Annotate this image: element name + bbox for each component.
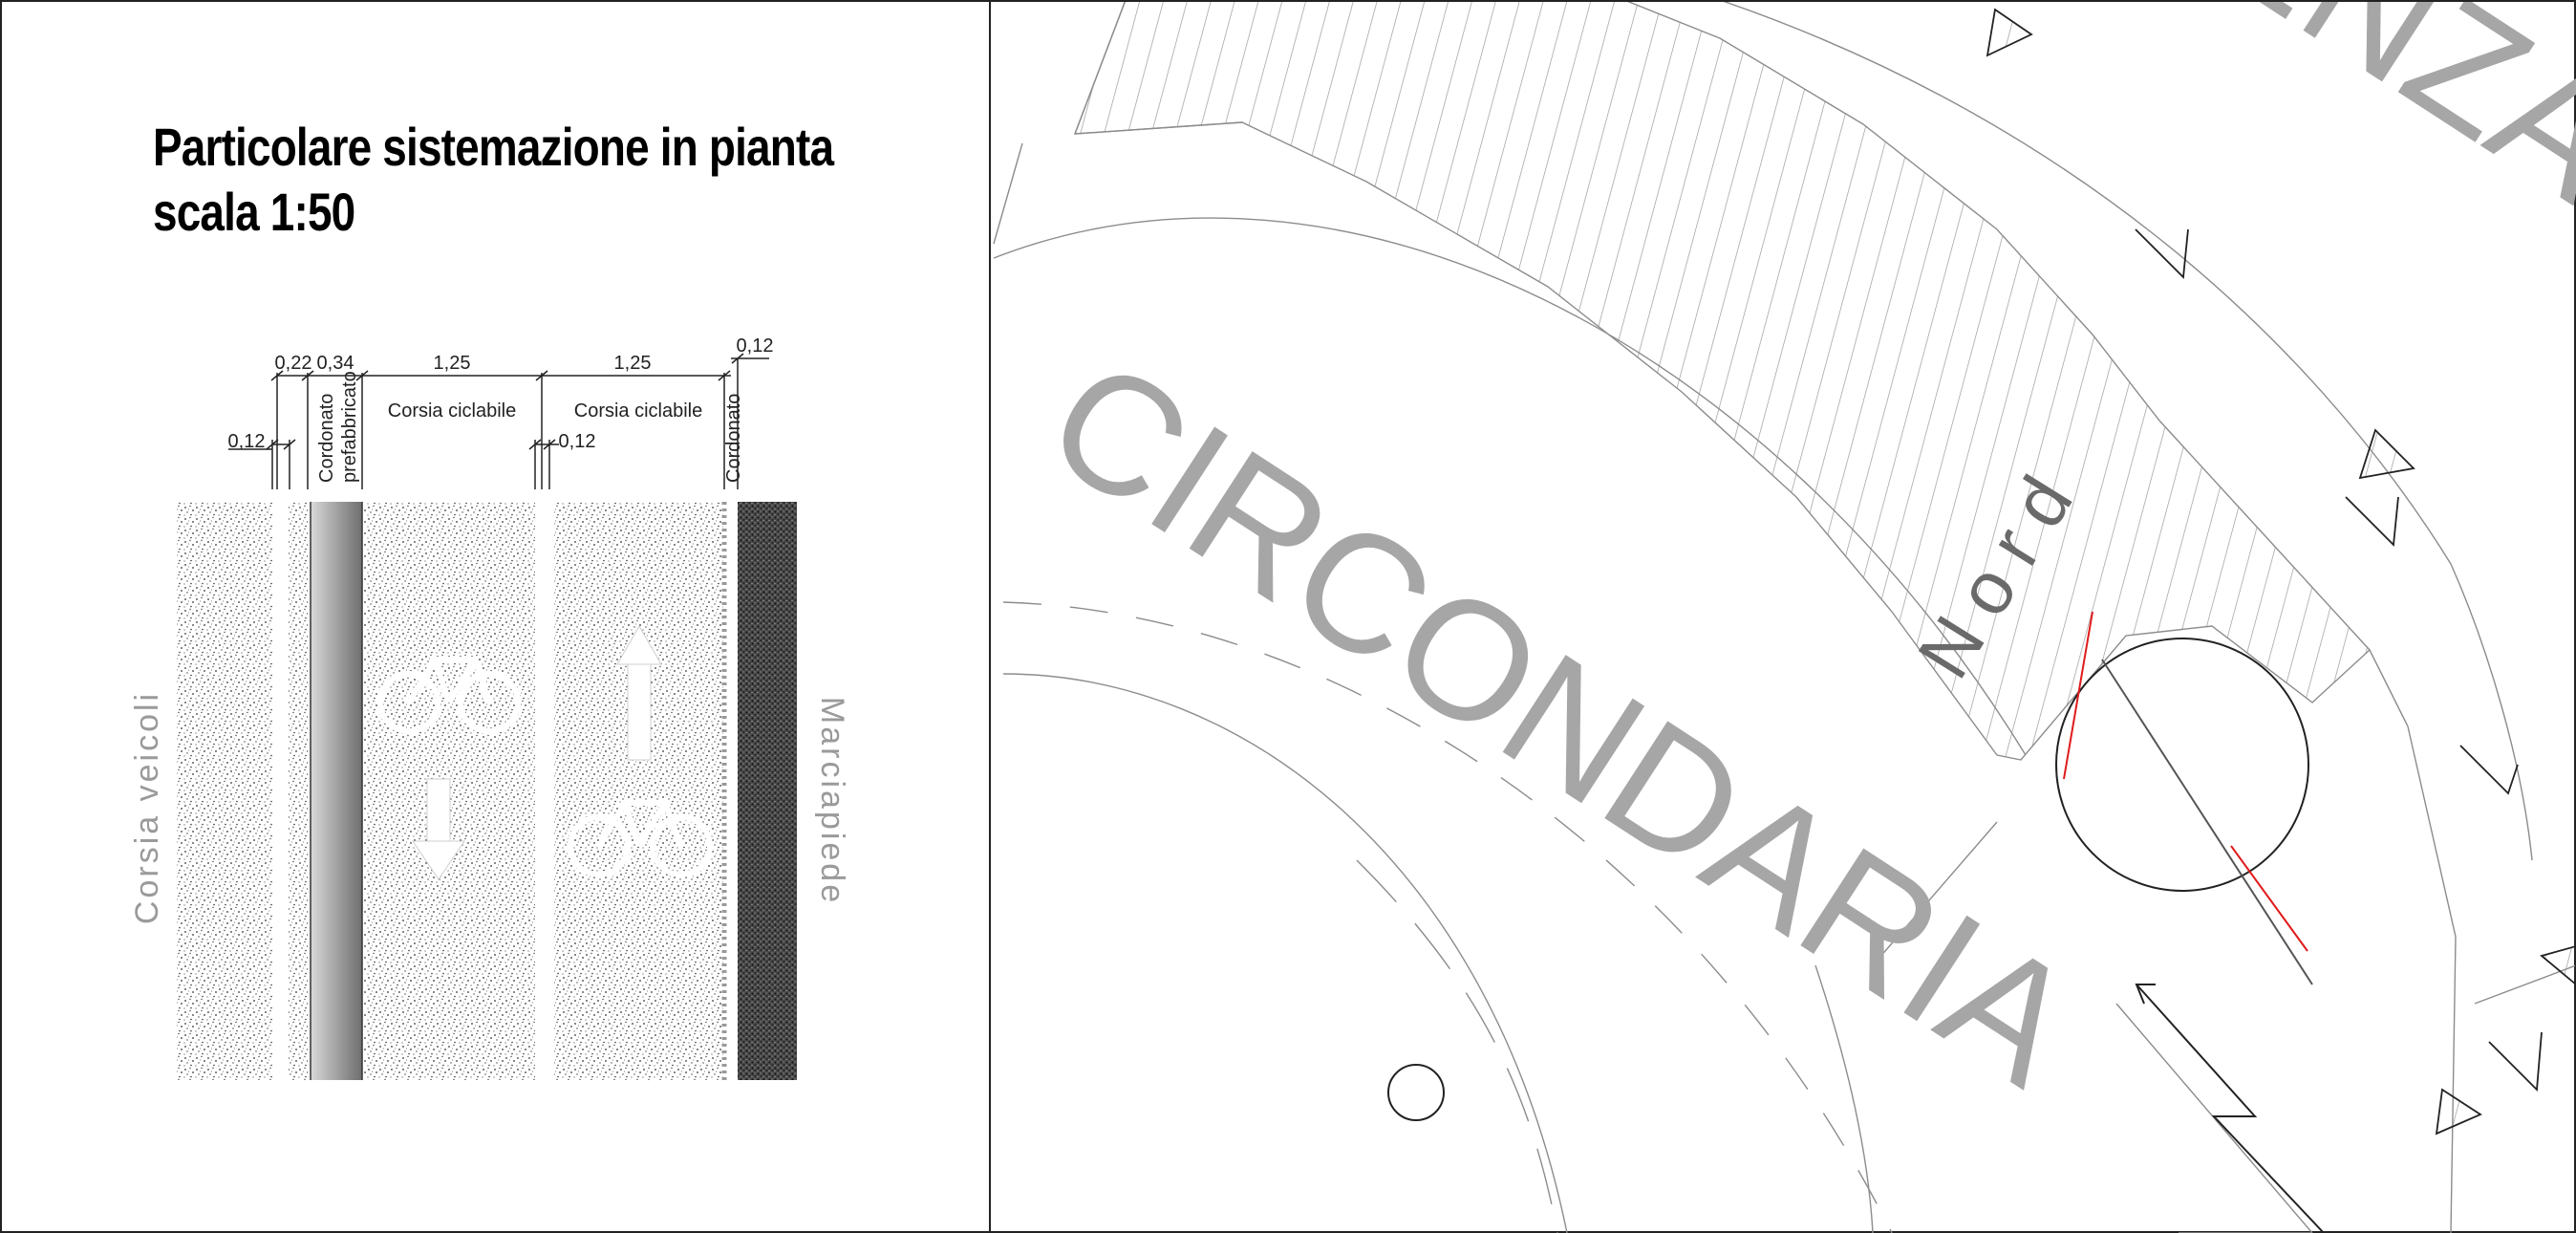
- dim-0-12-left: 0,12: [228, 431, 266, 452]
- dimension-lines: [228, 353, 769, 489]
- detail-title: Particolare sistemazione in pianta: [153, 117, 834, 177]
- road-label-enza: ENZA: [2178, 0, 2576, 237]
- dim-1-25-right: 1,25: [614, 353, 652, 374]
- bicycle-symbol-left: [377, 657, 521, 734]
- bike-lane-left-label: Corsia ciclabile: [388, 400, 517, 422]
- dim-0-22: 0,22: [275, 353, 312, 374]
- small-circle: [1387, 1064, 1445, 1121]
- dim-0-12-middle: 0,12: [559, 431, 596, 452]
- gap-strip: [289, 502, 308, 1080]
- dim-0-34: 0,34: [317, 353, 354, 374]
- triangle-markers: [1986, 8, 2576, 1136]
- detail-title-block: Particolare sistemazione in pianta scala…: [153, 115, 983, 245]
- arrow-up-marking: [616, 624, 662, 761]
- curb-right-label: Cordonato: [723, 394, 744, 483]
- curb-prefab-label-1: Cordonato: [316, 394, 337, 483]
- zigzag-arrow: [2136, 984, 2325, 1233]
- arrow-down-marking: [412, 778, 465, 880]
- curb-prefab-label-2: prefabbricato: [339, 371, 360, 483]
- bike-lane-right-label: Corsia ciclabile: [574, 400, 703, 422]
- sidewalk-label: Marciapiede: [814, 697, 850, 905]
- detail-scale: scala 1:50: [153, 182, 355, 242]
- north-arrow-circle: [2055, 638, 2309, 892]
- detail-panel: 0,22 0,34 1,25 1,25 0,12 0,12 0,12 Cordo…: [129, 335, 850, 1080]
- dimension-labels: 0,22 0,34 1,25 1,25 0,12 0,12 0,12: [228, 335, 774, 452]
- sidewalk-strip: [738, 502, 797, 1080]
- road-edge-lines: [993, 2, 2576, 1233]
- dim-1-25-left: 1,25: [434, 353, 471, 374]
- vehicle-lane-strip: [177, 502, 272, 1080]
- red-indicator-2: [2230, 845, 2308, 952]
- vehicle-lane-label: Corsia veicoli: [129, 691, 165, 924]
- hatched-area: [1073, 2, 2371, 761]
- prefab-curb: [311, 502, 362, 1080]
- plan-panel: Nord CIRCONDARIA ENZA: [993, 0, 2576, 1233]
- tick-marks: [2135, 228, 2543, 1092]
- red-indicator-1: [2063, 611, 2093, 780]
- dim-0-12-right: 0,12: [737, 335, 774, 357]
- arrowhead: [2135, 984, 2156, 1005]
- bike-lane-right: [554, 502, 723, 1080]
- strip-labels: Cordonato prefabbricato Corsia ciclabile…: [316, 371, 744, 483]
- bicycle-symbol-right: [568, 800, 713, 877]
